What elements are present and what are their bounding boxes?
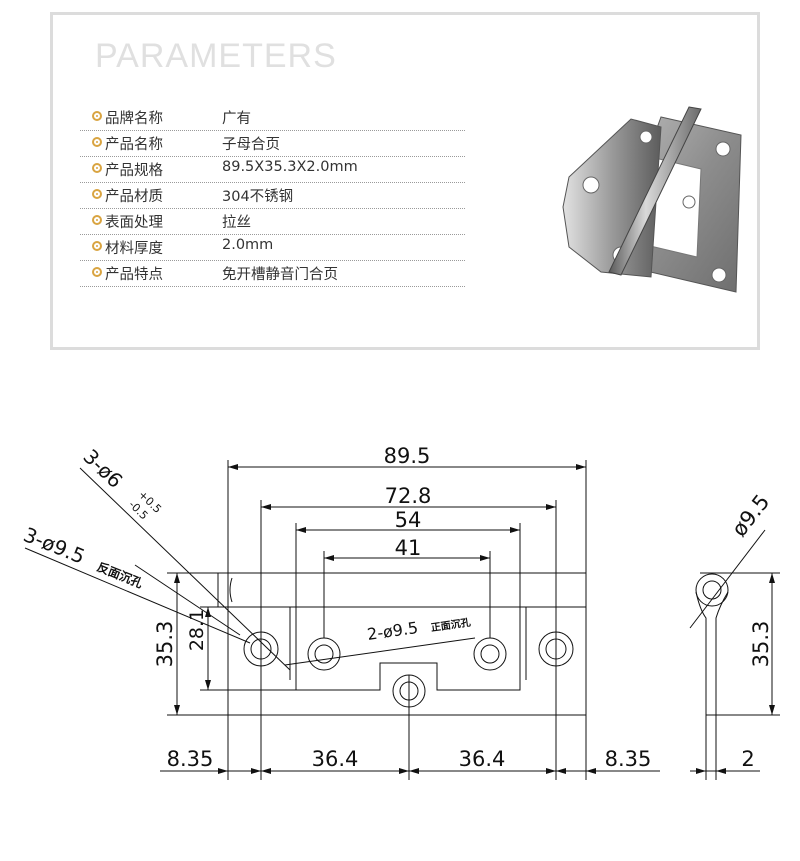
- dim-side-height: 35.3: [749, 621, 773, 668]
- bullet-icon: [92, 137, 102, 147]
- param-value: 免开槽静音门合页: [222, 267, 338, 283]
- parameters-panel: PARAMETERS 品牌名称 广有 产品名称 子母合页 产品规格 89.5X3…: [50, 12, 760, 350]
- param-row-thickness: 材料厚度 2.0mm: [80, 235, 465, 261]
- bullet-icon: [92, 267, 102, 277]
- inner-leaf-outline: [295, 607, 521, 691]
- note-large-holes-suffix: 反面沉孔: [95, 559, 145, 591]
- param-label: 产品材质: [105, 189, 163, 205]
- param-row-product-name: 产品名称 子母合页: [80, 131, 465, 157]
- param-label: 品牌名称: [105, 111, 163, 127]
- param-label: 产品特点: [105, 267, 163, 283]
- param-row-material: 产品材质 304不锈钢: [80, 183, 465, 209]
- hinge-outline-front: [227, 572, 587, 716]
- bullet-icon: [92, 189, 102, 199]
- note-front-holes-suffix: 正面沉孔: [430, 616, 471, 634]
- dim-left-span: 36.4: [312, 747, 359, 771]
- side-view-barrel: [695, 573, 729, 607]
- param-value: 89.5X35.3X2.0mm: [222, 159, 358, 175]
- param-label: 材料厚度: [105, 241, 163, 257]
- param-label: 表面处理: [105, 215, 163, 231]
- note-large-holes: 3-ø9.5: [20, 522, 88, 568]
- param-row-brand: 品牌名称 广有: [80, 105, 465, 131]
- hole-front-left: [307, 637, 341, 671]
- dim-thickness: 2: [741, 747, 754, 771]
- hole-front-right: [473, 637, 507, 671]
- param-label: 产品规格: [105, 163, 163, 179]
- param-value: 304不锈钢: [222, 189, 294, 205]
- param-row-finish: 表面处理 拉丝: [80, 209, 465, 235]
- note-front-holes: 2-ø9.5: [366, 618, 419, 644]
- technical-drawing: 89.5 72.8 54 41 35.3 28.1 35.3 8.35 36.4…: [20, 444, 780, 780]
- dim-pin-dia: ø9.5: [727, 490, 774, 541]
- dim-inner-holes: 41: [395, 536, 422, 560]
- dim-inner-leaf: 54: [395, 508, 422, 532]
- bullet-icon: [92, 111, 102, 121]
- dim-right-span: 36.4: [459, 747, 506, 771]
- bullet-icon: [92, 215, 102, 225]
- param-value: 子母合页: [222, 137, 280, 153]
- dim-inner-height: 28.1: [186, 609, 208, 651]
- param-row-feature: 产品特点 免开槽静音门合页: [80, 261, 465, 287]
- parameters-table: 品牌名称 广有 产品名称 子母合页 产品规格 89.5X35.3X2.0mm 产…: [80, 105, 465, 287]
- param-row-spec: 产品规格 89.5X35.3X2.0mm: [80, 157, 465, 183]
- dim-left-margin: 8.35: [167, 747, 214, 771]
- dim-height: 35.3: [153, 621, 177, 668]
- bullet-icon: [92, 241, 102, 251]
- dim-total-length: 89.5: [384, 444, 431, 468]
- parameters-title: PARAMETERS: [95, 37, 337, 75]
- dim-right-margin: 8.35: [605, 747, 652, 771]
- dim-outer-holes: 72.8: [385, 484, 432, 508]
- param-value: 拉丝: [222, 215, 251, 231]
- note-small-holes: 3-ø6: [79, 444, 128, 492]
- hinge-product-photo: [562, 106, 742, 293]
- bullet-icon: [92, 163, 102, 173]
- param-label: 产品名称: [105, 137, 163, 153]
- param-value: 广有: [222, 111, 251, 127]
- param-value: 2.0mm: [222, 237, 274, 253]
